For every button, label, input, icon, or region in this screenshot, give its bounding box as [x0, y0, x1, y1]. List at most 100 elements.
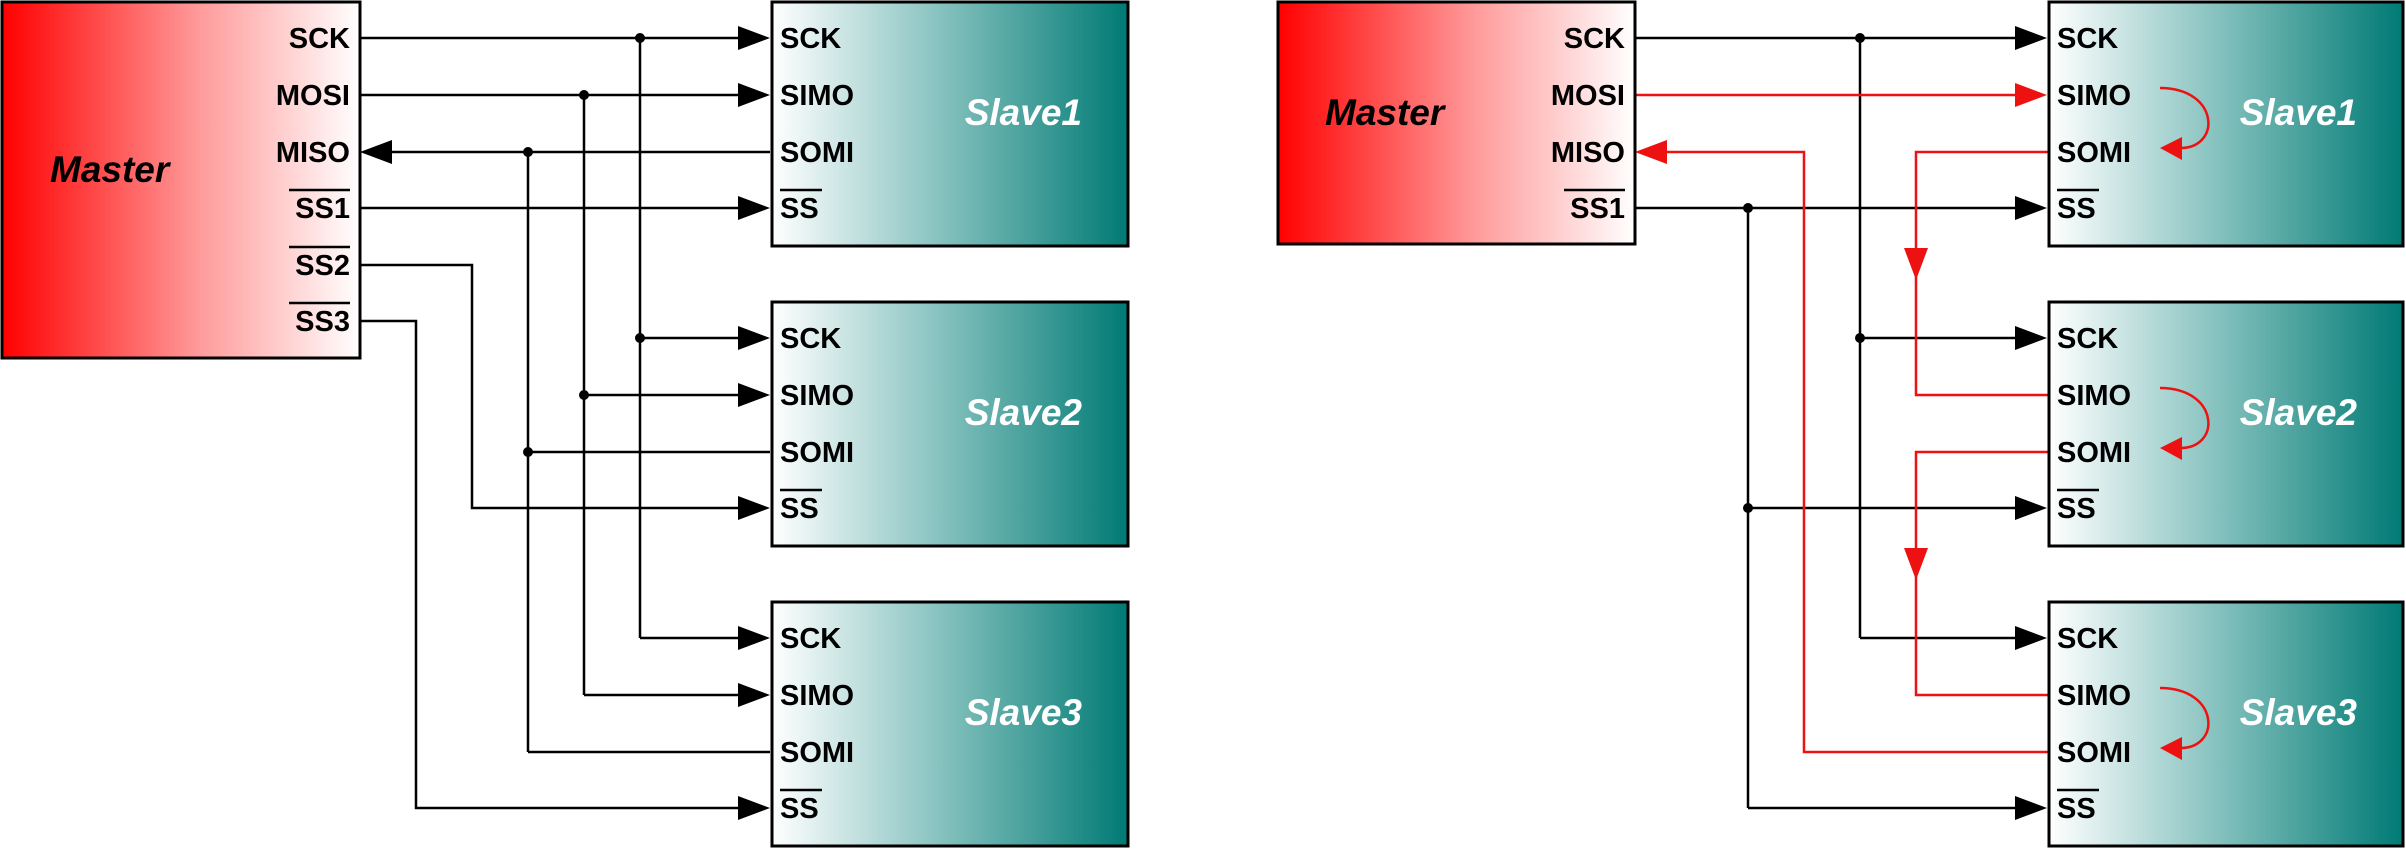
slave-pin-somi: SOMI	[780, 437, 854, 469]
slave-pin-simo: SIMO	[780, 80, 854, 112]
slave-pin-simo: SIMO	[780, 380, 854, 412]
left-slave1: Slave1 SCK SIMO SOMI SS	[770, 0, 1130, 248]
master-pin-ss2: SS2	[295, 250, 350, 282]
master-pin-mosi: MOSI	[276, 80, 350, 112]
slave-pin-ss: SS	[780, 493, 819, 525]
junction-dot	[635, 333, 645, 343]
junction-dot	[1743, 203, 1753, 213]
arrow-icon	[2160, 437, 2182, 460]
slave-title: Slave2	[965, 392, 1083, 433]
arrow-icon	[738, 796, 770, 820]
slave-pin-sck: SCK	[780, 23, 841, 55]
slave-pin-simo: SIMO	[2057, 80, 2131, 112]
junction-dot	[635, 33, 645, 43]
master-pin-sck: SCK	[289, 23, 350, 55]
junction-dot	[1855, 33, 1865, 43]
arrow-icon	[2160, 137, 2182, 160]
arrow-icon	[1635, 140, 1667, 164]
wire-chain-2-3	[1914, 450, 2049, 697]
slave-box	[2047, 300, 2405, 548]
slave-pin-sck: SCK	[2057, 23, 2118, 55]
arrow-icon	[738, 383, 770, 407]
slave-title: Slave1	[965, 92, 1082, 133]
junction-dot	[1855, 333, 1865, 343]
slave-pin-sck: SCK	[2057, 623, 2118, 655]
master-pin-mosi: MOSI	[1551, 80, 1625, 112]
junction-dot	[579, 90, 589, 100]
wire-ss2	[360, 263, 738, 510]
slave-pin-somi: SOMI	[2057, 137, 2131, 169]
right-master: Master SCK MOSI MISO SS1	[1276, 0, 1637, 246]
slave-title: Slave3	[2240, 692, 2358, 733]
arrow-icon	[2015, 626, 2047, 650]
master-pin-ss1: SS1	[1570, 193, 1625, 225]
slave-box	[2047, 600, 2405, 848]
arrow-icon	[738, 83, 770, 107]
slave-title: Slave2	[2240, 392, 2358, 433]
right-slave3: Slave3 SCK SIMO SOMI SS	[2047, 600, 2405, 848]
right-wires	[1635, 26, 2047, 820]
master-title: Master	[1325, 92, 1447, 133]
left-slave3: Slave3 SCK SIMO SOMI SS	[770, 600, 1130, 848]
master-pin-miso: MISO	[1551, 137, 1625, 169]
slave-pin-sck: SCK	[780, 323, 841, 355]
junction-dot	[1743, 503, 1753, 513]
left-slave2: Slave2 SCK SIMO SOMI SS	[770, 300, 1130, 548]
slave-pin-somi: SOMI	[2057, 437, 2131, 469]
slave-pin-somi: SOMI	[780, 737, 854, 769]
arrow-icon	[2015, 83, 2047, 107]
internal-loop-icon	[2159, 686, 2210, 750]
slave-box	[770, 600, 1130, 848]
junction-dot	[579, 390, 589, 400]
slave-pin-ss: SS	[2057, 793, 2096, 825]
slave-pin-ss: SS	[2057, 493, 2096, 525]
master-box	[0, 0, 362, 360]
master-box	[1276, 0, 1637, 246]
slave-box	[2047, 0, 2405, 248]
arrow-icon	[2160, 737, 2182, 760]
arrow-icon	[738, 626, 770, 650]
arrow-icon	[360, 140, 392, 164]
right-daisy-chain	[1635, 83, 2049, 754]
arrow-icon	[738, 683, 770, 707]
arrow-icon	[1904, 548, 1928, 580]
slave-pin-simo: SIMO	[2057, 680, 2131, 712]
left-diagram: Master SCK MOSI MISO SS1 SS2 SS3 Slave1 …	[0, 0, 1130, 848]
master-title: Master	[50, 149, 172, 190]
junction-dot	[523, 147, 533, 157]
arrow-icon	[1904, 248, 1928, 280]
slave-title: Slave1	[2240, 92, 2357, 133]
arrow-icon	[738, 26, 770, 50]
master-pin-miso: MISO	[276, 137, 350, 169]
slave-pin-simo: SIMO	[780, 680, 854, 712]
arrow-icon	[2015, 326, 2047, 350]
wire-ss3	[360, 319, 738, 810]
slave-pin-simo: SIMO	[2057, 380, 2131, 412]
left-master: Master SCK MOSI MISO SS1 SS2 SS3	[0, 0, 362, 360]
slave-pin-ss: SS	[2057, 193, 2096, 225]
right-slave2: Slave2 SCK SIMO SOMI SS	[2047, 300, 2405, 548]
arrow-icon	[738, 496, 770, 520]
right-diagram: Master SCK MOSI MISO SS1 Slave1 SCK SIMO…	[1276, 0, 2405, 848]
slave-pin-somi: SOMI	[2057, 737, 2131, 769]
wire-chain-1-2	[1914, 150, 2049, 397]
slave-pin-ss: SS	[780, 793, 819, 825]
slave-pin-ss: SS	[780, 193, 819, 225]
arrow-icon	[2015, 496, 2047, 520]
arrow-icon	[738, 326, 770, 350]
slave-box	[770, 0, 1130, 248]
right-slave1: Slave1 SCK SIMO SOMI SS	[2047, 0, 2405, 248]
arrow-icon	[2015, 26, 2047, 50]
junction-dot	[523, 447, 533, 457]
internal-loop-icon	[2159, 386, 2210, 450]
master-pin-sck: SCK	[1564, 23, 1625, 55]
master-pin-ss1: SS1	[295, 193, 350, 225]
master-pin-ss3: SS3	[295, 306, 350, 338]
wire-miso-return	[1667, 150, 2049, 754]
slave-title: Slave3	[965, 692, 1083, 733]
internal-loop-icon	[2159, 86, 2210, 150]
left-wires	[360, 26, 770, 820]
slave-pin-sck: SCK	[2057, 323, 2118, 355]
slave-pin-sck: SCK	[780, 623, 841, 655]
